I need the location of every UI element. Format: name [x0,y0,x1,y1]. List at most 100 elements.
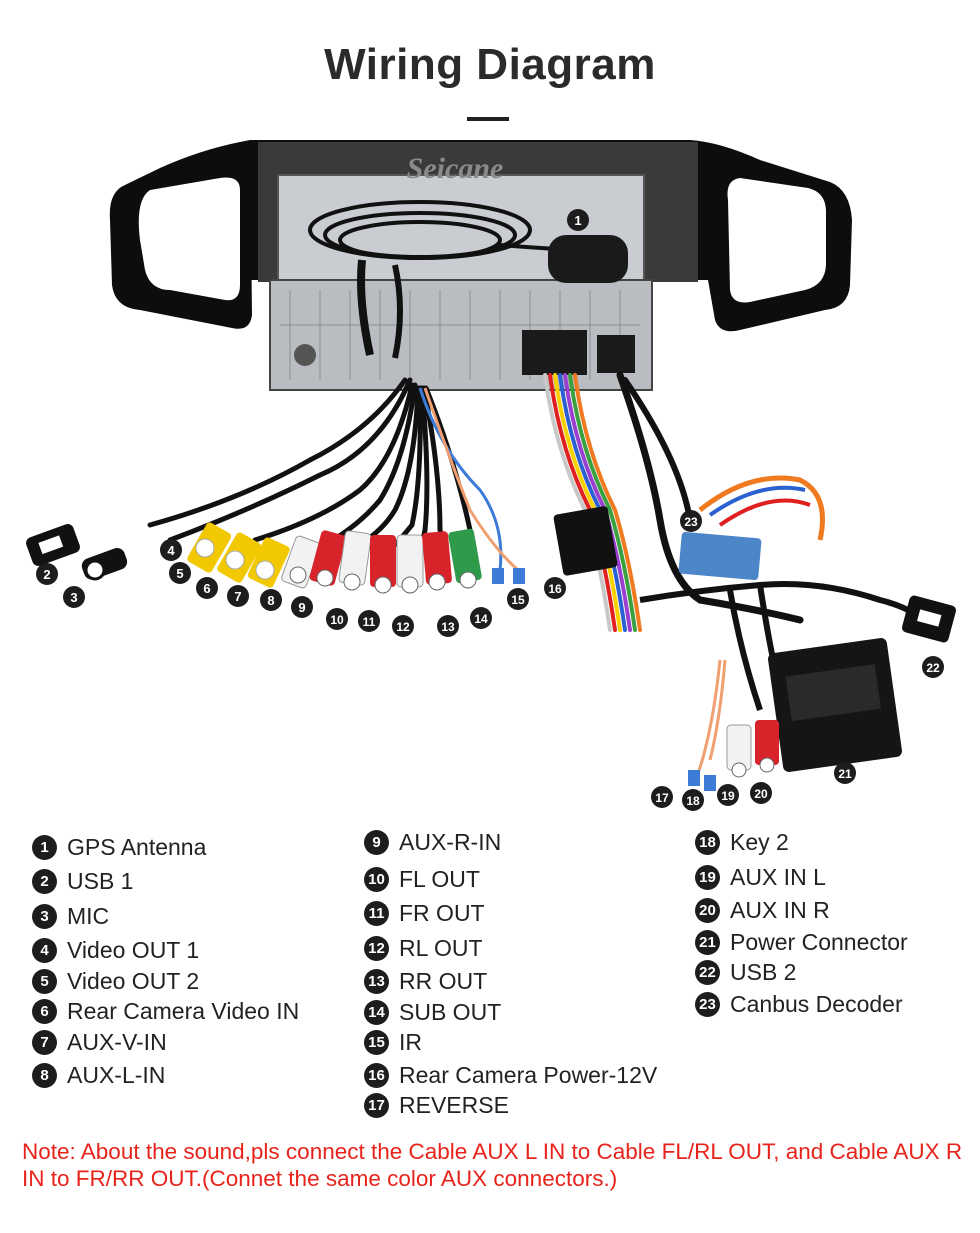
rca-white-2 [338,530,372,591]
wiring-illustration: Seicane [26,140,956,811]
callout-23: 23 [680,510,702,532]
svg-text:23: 23 [684,515,698,529]
legend-label: USB 1 [67,868,134,894]
gps-antenna [308,200,628,283]
number-badge: 2 [32,869,57,894]
number-badge: 20 [695,898,720,923]
svg-text:21: 21 [838,767,852,781]
number-badge: 19 [695,865,720,890]
callout-17: 17 [651,786,673,808]
title-underline [467,117,509,121]
number-badge: 5 [32,969,57,994]
legend-label: RL OUT [399,935,483,961]
legend-item: 6 Rear Camera Video IN [32,998,299,1025]
svg-text:5: 5 [176,566,183,581]
svg-text:7: 7 [234,589,241,604]
rca-plugs [187,522,482,594]
canbus-decoder [678,475,825,581]
legend-label: AUX-R-IN [399,829,502,855]
svg-text:20: 20 [754,787,768,801]
legend-label: Canbus Decoder [730,991,903,1017]
legend-label: GPS Antenna [67,834,207,860]
legend-item: 18 Key 2 [695,829,789,856]
legend-label: Power Connector [730,929,908,955]
legend-label: MIC [67,903,110,929]
svg-text:19: 19 [721,789,735,803]
callout-5: 5 [169,562,191,584]
number-badge: 15 [364,1030,389,1055]
mic-jack [81,548,128,581]
number-badge: 3 [32,904,57,929]
svg-text:11: 11 [363,615,376,629]
number-badge: 23 [695,992,720,1017]
legend-label: AUX IN R [730,897,830,923]
svg-text:4: 4 [167,543,175,558]
legend-label: Rear Camera Video IN [67,998,300,1024]
callout-2: 2 [36,563,58,585]
aux-in-plugs [688,659,779,791]
callout-7: 7 [227,585,249,607]
rca-white-3 [396,534,424,594]
left-cable-bundle [147,377,473,558]
legend-label: FL OUT [399,866,480,892]
legend-label: RR OUT [399,968,488,994]
callout-10: 10 [326,608,348,630]
svg-text:3: 3 [70,590,77,605]
number-badge: 9 [364,830,389,855]
signal-wires [418,387,519,572]
callout-20: 20 [750,782,772,804]
svg-text:6: 6 [203,581,210,596]
legend-label: Key 2 [730,829,789,855]
legend-label: Video OUT 1 [67,937,200,963]
number-badge: 6 [32,999,57,1024]
callout-11: 11 [358,610,380,632]
callout-8: 8 [260,589,282,611]
legend-item: 3 MIC [32,903,109,930]
legend-label: IR [399,1029,422,1055]
number-badge: 8 [32,1063,57,1088]
legend-item: 15 IR [364,1029,422,1056]
rca-red-1 [309,530,347,587]
svg-text:18: 18 [686,794,700,808]
callout-3: 3 [63,586,85,608]
power-connector [768,638,902,772]
legend-label: Video OUT 2 [67,968,200,994]
rca-yellow-1 [187,522,232,573]
callout-14: 14 [470,607,492,629]
number-badge: 7 [32,1030,57,1055]
inline-connector [553,506,618,576]
svg-text:14: 14 [474,612,488,626]
number-badge: 13 [364,969,389,994]
legend-item: 5 Video OUT 2 [32,968,199,995]
page-title: Wiring Diagram [324,40,656,89]
rca-yellow-2 [217,532,262,583]
svg-text:13: 13 [441,620,455,634]
callout-15: 15 [507,588,529,610]
legend-label: USB 2 [730,959,797,985]
legend-label: AUX-V-IN [67,1029,167,1055]
head-unit-chassis [269,174,653,391]
svg-text:9: 9 [298,600,305,615]
number-badge: 18 [695,830,720,855]
legend-item: 9 AUX-R-IN [364,829,501,856]
svg-text:8: 8 [267,593,274,608]
number-badge: 16 [364,1063,389,1088]
svg-text:22: 22 [926,661,940,675]
number-badge: 10 [364,867,389,892]
legend-item: 13 RR OUT [364,968,487,995]
callout-1: 1 [567,209,589,231]
legend-item: 23 Canbus Decoder [695,991,903,1018]
callout-18: 18 [682,789,704,811]
wifi-antenna [357,259,403,359]
callout-21: 21 [834,762,856,784]
callout-12: 12 [392,615,414,637]
svg-text:10: 10 [330,613,344,627]
